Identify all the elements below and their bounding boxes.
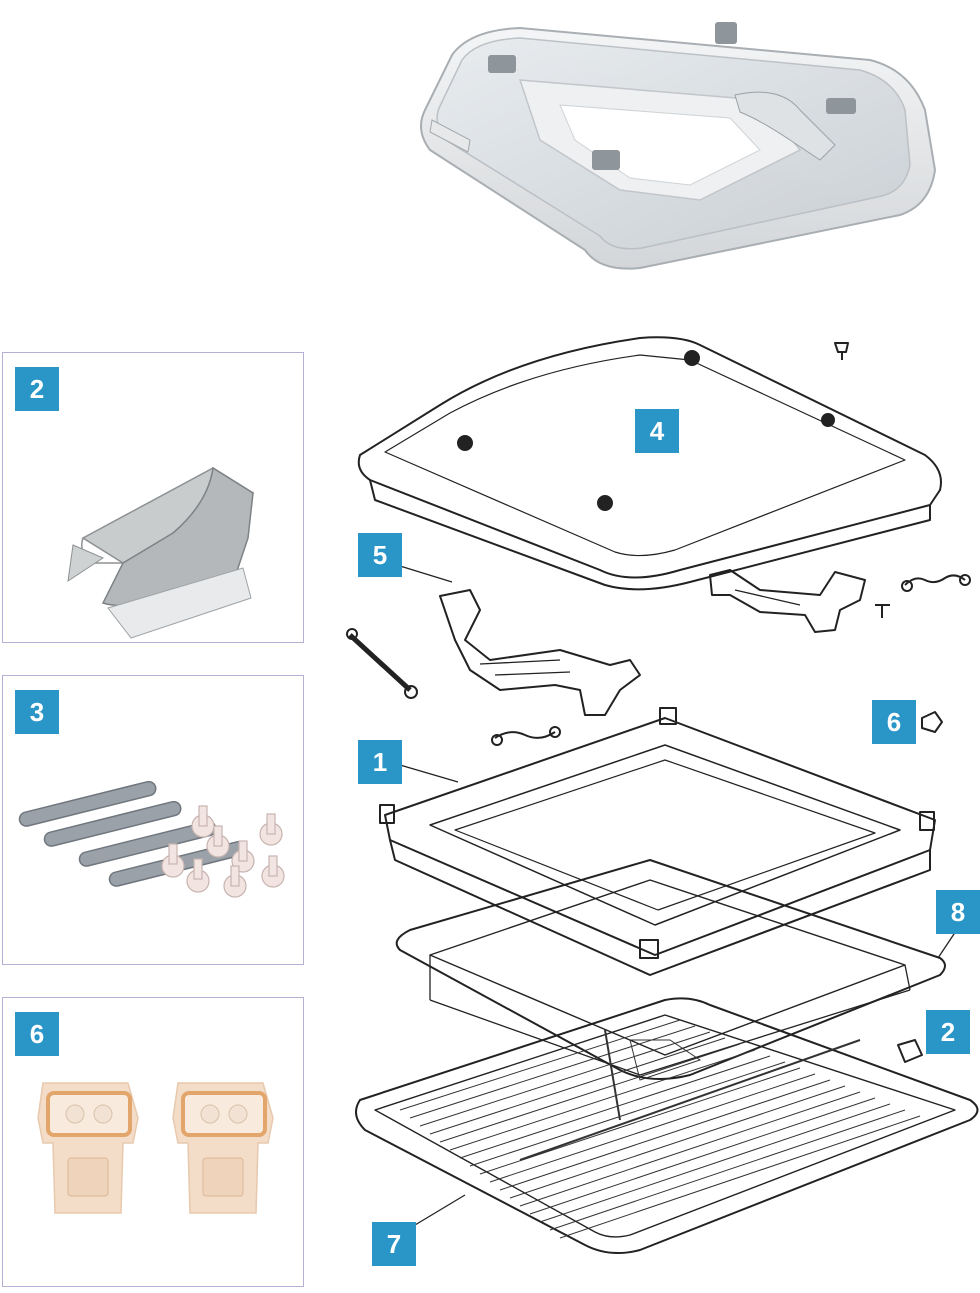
callout-badge-5: 5	[358, 533, 402, 577]
stopper-pair-icon	[37, 1082, 274, 1214]
outer-frame	[384, 717, 936, 956]
callout-badge-7: 7	[372, 1222, 416, 1266]
metal-clip-icon	[67, 466, 255, 639]
inset-panel-clip: 2	[2, 352, 304, 643]
inset-panel-stoppers: 6	[2, 997, 304, 1287]
callout-badge-8: 8	[936, 890, 980, 934]
fly-screen-frame	[355, 997, 979, 1255]
part-number-badge: 6	[15, 1012, 59, 1056]
callout-badge-1: 1	[358, 740, 402, 784]
exploded-view-drawing	[346, 336, 979, 1255]
inner-frame	[395, 859, 946, 1080]
inset-panel-hinge-pins: 3	[2, 675, 304, 965]
part-number-badge: 2	[15, 367, 59, 411]
callout-badge-4: 4	[635, 409, 679, 453]
callout-badge-2: 2	[926, 1010, 970, 1054]
dome-lid	[357, 336, 942, 579]
hinge-pins-icon	[18, 780, 285, 898]
callout-badge-6: 6	[872, 700, 916, 744]
part-number-badge: 3	[15, 690, 59, 734]
assembled-vent-photo	[420, 22, 937, 270]
